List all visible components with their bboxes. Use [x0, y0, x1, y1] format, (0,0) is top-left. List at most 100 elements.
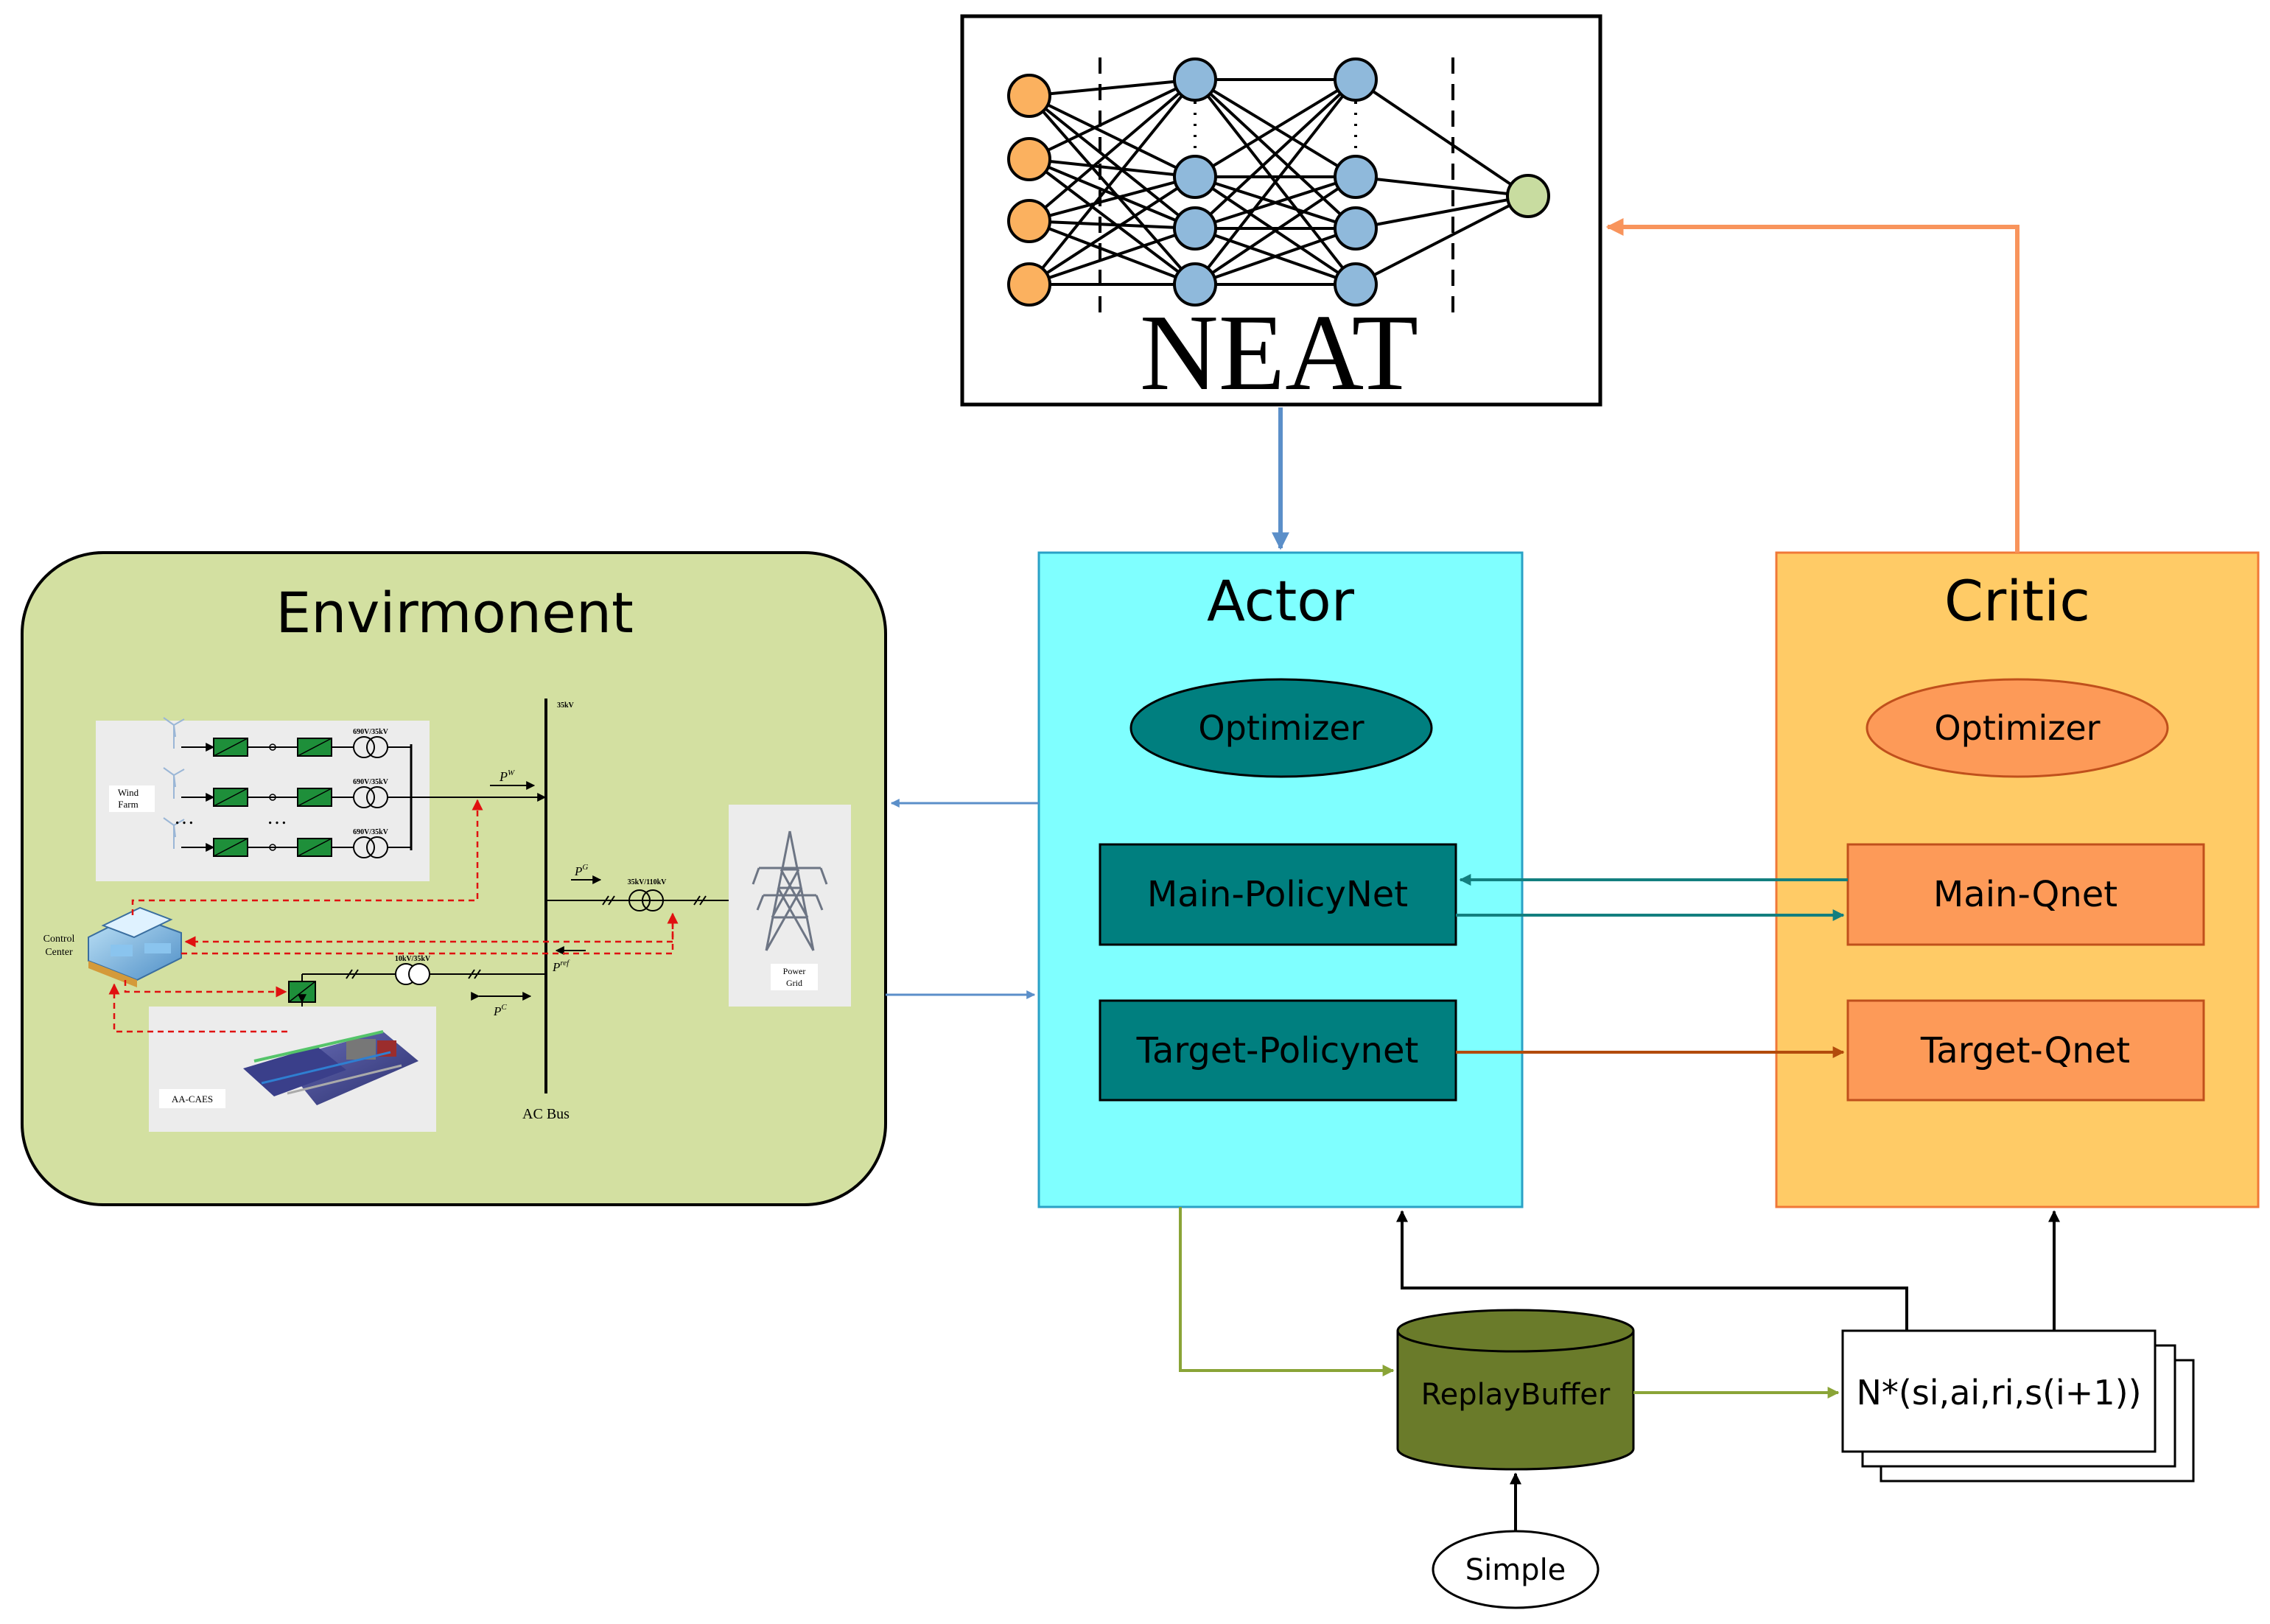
svg-text:PG: PG [574, 863, 588, 878]
neat-connection [1029, 78, 1196, 97]
neat-connection [1194, 78, 1357, 286]
neat-hidden-node [1173, 57, 1217, 102]
wind-transformer-label: 690V/35kV [353, 728, 389, 736]
minibatch-stack: N*(si,ai,ri,s(i+1)) [1841, 1329, 2195, 1483]
neat-title: NEAT [1140, 293, 1418, 413]
neat-connection [1029, 227, 1196, 286]
neat-connection [1028, 175, 1197, 286]
neat-connection [1194, 227, 1356, 286]
power-grid-label-2: Grid [786, 978, 802, 988]
neat-connection [1029, 94, 1196, 178]
neat-connection [1028, 158, 1197, 286]
neat-network-graphic [1007, 57, 1550, 317]
neat-connection [1194, 78, 1357, 230]
power-tower-icon [752, 830, 828, 951]
neat-connection [1029, 175, 1196, 223]
wind-transformer-coil [353, 736, 375, 758]
main-qnet-box [1846, 843, 2205, 946]
pref-label: P [552, 960, 560, 974]
main-policynet-box [1099, 843, 1457, 946]
neat-connection [1028, 78, 1197, 286]
sample-node: Simple [1432, 1530, 1600, 1609]
neat-input-node [1007, 262, 1051, 307]
wind-capacitor [269, 794, 276, 801]
actor-panel: Actor Optimizer Main-PolicyNet Target-Po… [1037, 551, 1524, 1208]
power-grid-label-1: Power [783, 966, 806, 976]
neat-input-node [1007, 137, 1051, 181]
critic-optimizer-ellipse [1866, 678, 2169, 778]
svg-text:PC: PC [493, 1003, 507, 1018]
critic-panel: Critic Optimizer Main-Qnet Target-Qnet [1775, 551, 2260, 1208]
neat-connection [1029, 220, 1196, 230]
main-policynet-label: Main-PolicyNet [1147, 874, 1408, 915]
actor-optimizer-label: Optimizer [1198, 708, 1364, 748]
replay-buffer: ReplayBuffer [1396, 1309, 1635, 1471]
neat-connection [1194, 175, 1357, 286]
ac-bus-voltage: 35kV [557, 701, 575, 710]
aacaes-plant-icon [243, 1030, 418, 1105]
neat-input-node [1007, 74, 1051, 118]
main-qnet-label: Main-Qnet [1933, 874, 2117, 915]
neat-output-node [1506, 174, 1550, 218]
neat-connection [1354, 78, 1530, 197]
wind-converter-slash [297, 738, 332, 757]
replay-buffer-label: ReplayBuffer [1421, 1378, 1611, 1412]
neat-hidden-node [1173, 262, 1217, 307]
neat-connection [1355, 195, 1529, 286]
neat-connection [1355, 175, 1529, 197]
control-signal-lines [108, 799, 679, 1033]
wind-farm-label-2: Farm [118, 799, 138, 810]
critic-title: Critic [1944, 568, 2090, 634]
neat-connection [1194, 78, 1357, 178]
neat-hidden-node [1173, 155, 1217, 199]
wind-turbine-icon [163, 817, 185, 849]
pc-sup: C [501, 1003, 507, 1012]
neat-connection [1355, 195, 1529, 230]
neat-hidden-node [1334, 206, 1378, 251]
neat-connection [1028, 94, 1197, 286]
wind-converter-slash [213, 788, 248, 807]
neat-hidden-node [1334, 155, 1378, 199]
sample-label: Simple [1465, 1553, 1566, 1587]
caes-transformer-label: 10kV/35kV [395, 955, 431, 963]
control-center-label-2: Center [45, 947, 73, 958]
flow-arrows [886, 218, 2060, 1531]
pg-label: P [574, 864, 582, 878]
wind-turbine-icon [163, 717, 185, 749]
neat-connection [1029, 158, 1196, 178]
wind-farm-ellipsis-mid: … [267, 806, 287, 829]
neat-connection [1028, 78, 1197, 223]
neat-connection [1029, 158, 1196, 230]
aacaes-label: AA-CAES [172, 1093, 213, 1105]
ac-bus-label: AC Bus [522, 1106, 570, 1122]
target-qnet-box [1846, 999, 2205, 1102]
actor-title: Actor [1207, 568, 1355, 634]
actor-optimizer-ellipse [1129, 678, 1433, 778]
wind-transformer-coil [353, 786, 375, 808]
target-qnet-label: Target-Qnet [1920, 1030, 2130, 1071]
wind-farm-label-1: Wind [118, 787, 139, 798]
wind-farm-label-box [109, 785, 155, 812]
pc-label: P [493, 1004, 501, 1018]
pg-sup: G [582, 863, 588, 872]
wind-capacitor [269, 743, 276, 751]
wind-farm-ellipsis-left: … [174, 806, 195, 829]
control-center-label-1: Control [43, 934, 75, 945]
neat-connection [1029, 220, 1196, 286]
critic-optimizer-label: Optimizer [1934, 708, 2100, 748]
neat-input-node [1007, 199, 1051, 243]
neat-hidden-node [1334, 57, 1378, 102]
pw-label: P [499, 769, 508, 784]
neat-panel: NEAT [960, 14, 1602, 413]
svg-text:Pref: Pref [552, 959, 570, 974]
neat-connection [1194, 175, 1356, 230]
target-policynet-label: Target-Policynet [1136, 1030, 1419, 1071]
wind-capacitor [269, 844, 276, 851]
aacaes-label-box [159, 1089, 225, 1108]
neat-hidden-node [1334, 262, 1378, 307]
wind-transformer-coil [353, 836, 375, 858]
wind-converter-slash [297, 788, 332, 807]
